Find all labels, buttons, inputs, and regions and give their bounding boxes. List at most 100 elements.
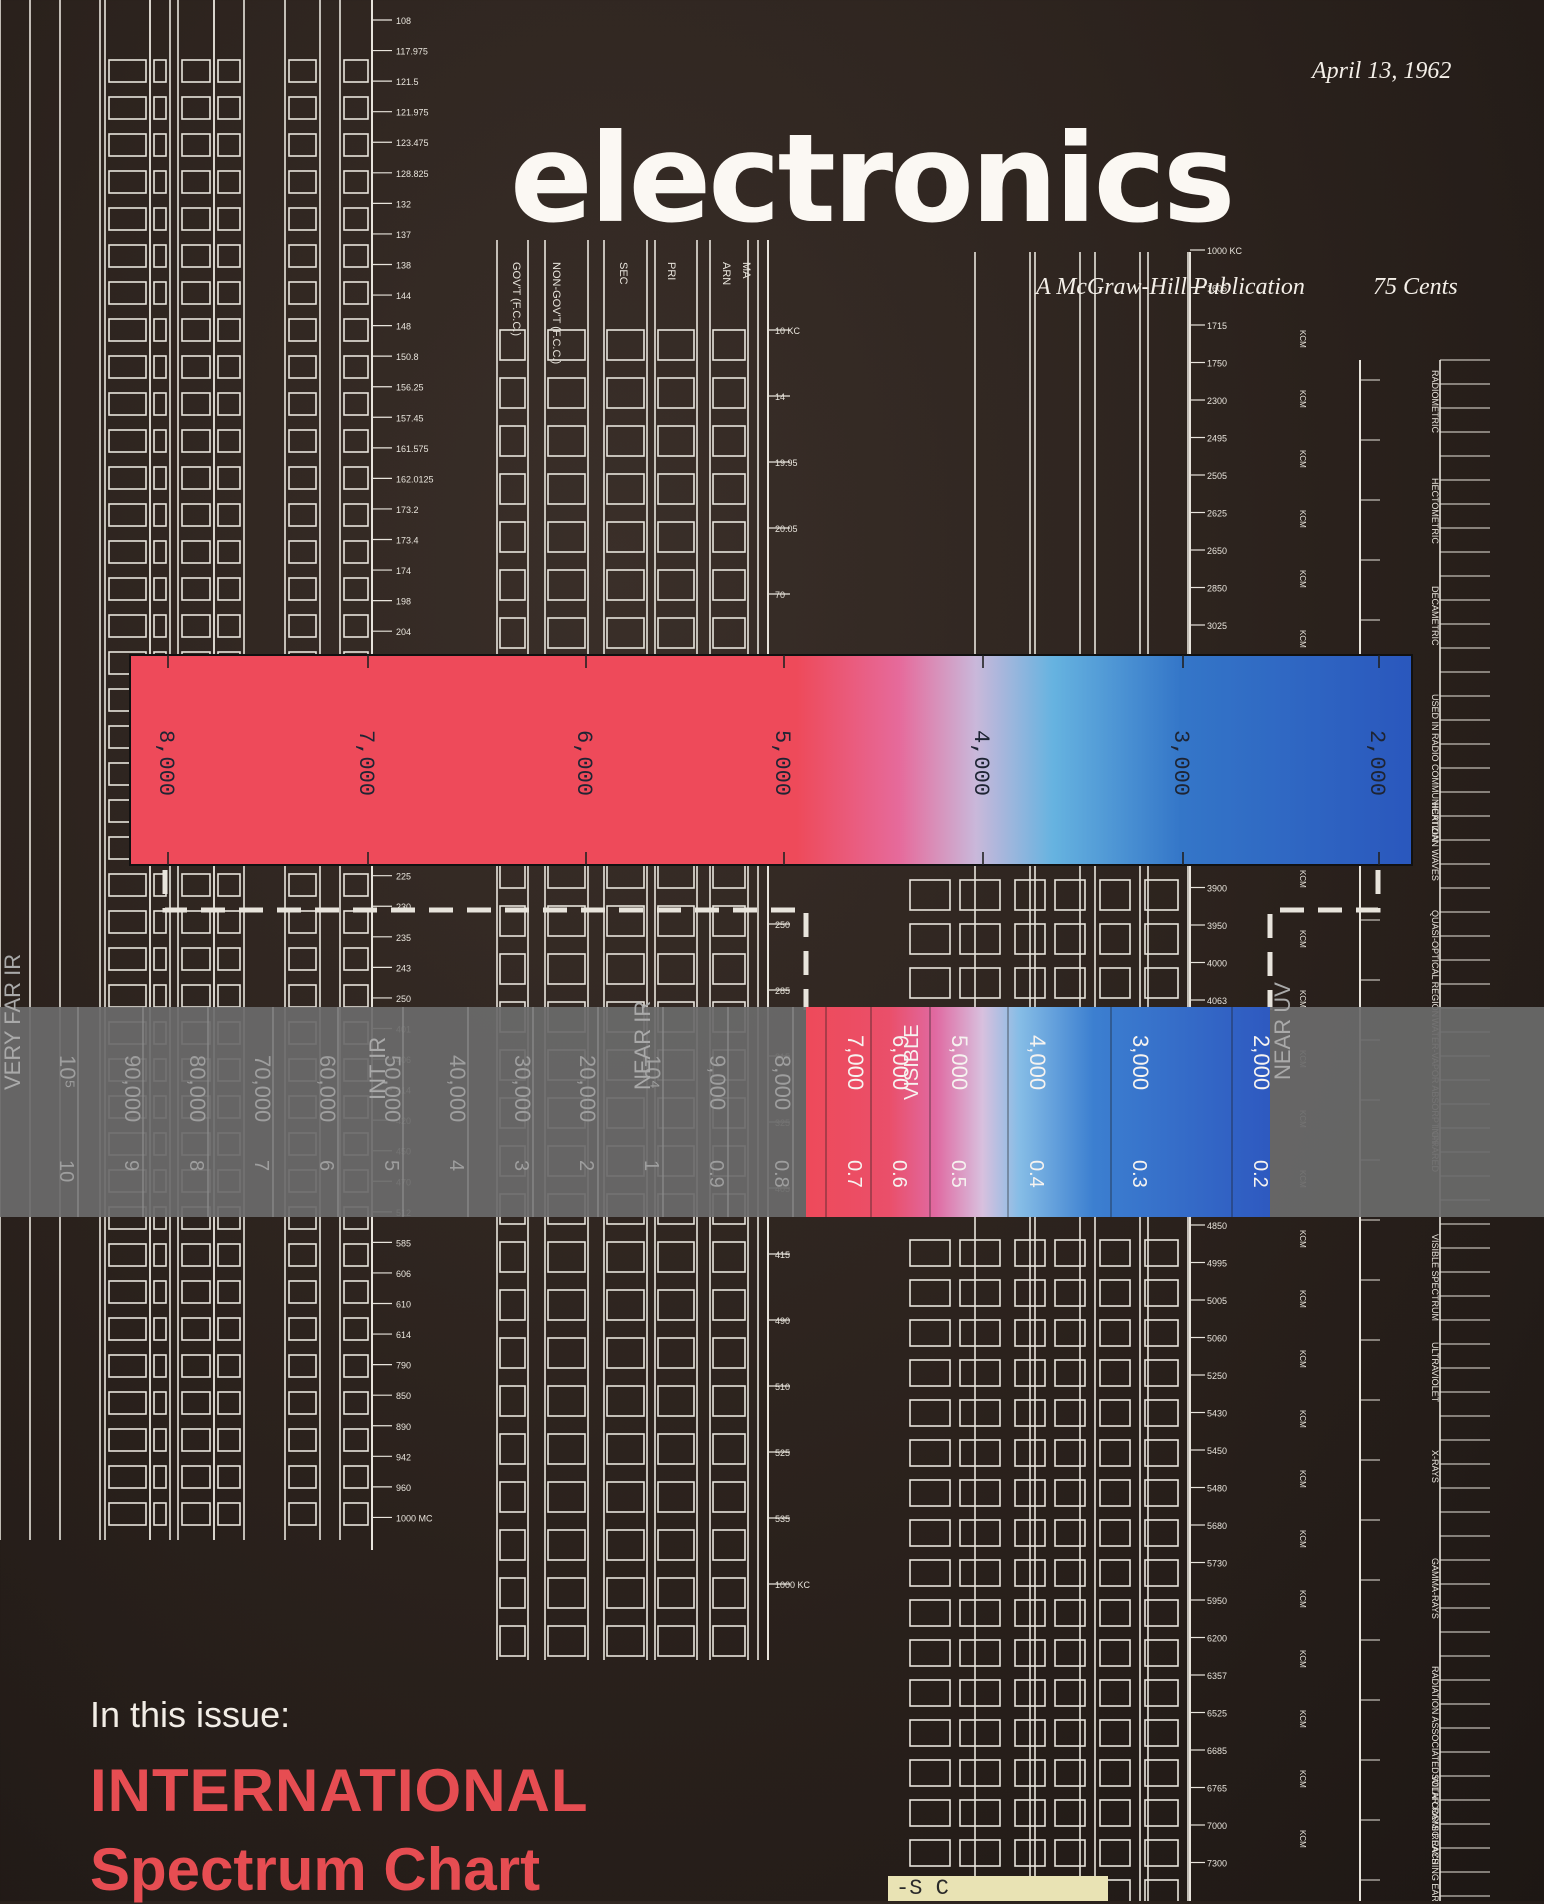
allocation-cell [153, 1391, 167, 1415]
allocation-cell [657, 1433, 695, 1465]
allocation-cell [1054, 1399, 1086, 1427]
allocation-cell [181, 1354, 211, 1378]
allocation-cell [343, 170, 369, 194]
allocation-cell [657, 473, 695, 505]
allocation-cell [217, 540, 241, 564]
scale-tick-label: 525 [775, 1448, 790, 1458]
band-region-label: VERY FAR IR [0, 954, 25, 1090]
allocation-cell [606, 1625, 645, 1657]
allocation-cell [217, 1280, 241, 1304]
visible-bottom-label: 0.3 [1128, 1160, 1150, 1188]
allocation-cell [288, 1391, 317, 1415]
allocation-cell [547, 953, 586, 985]
allocation-cell [108, 244, 147, 268]
allocation-cell [181, 392, 211, 416]
in-this-issue-label: In this issue: [90, 1694, 291, 1735]
spectrum-label: 4,000 [968, 730, 993, 796]
allocation-cell [1144, 1319, 1179, 1347]
allocation-cell [499, 521, 526, 553]
allocation-cell [343, 577, 369, 601]
scale-tick-label: 148 [396, 322, 411, 332]
allocation-cell [288, 96, 317, 120]
allocation-cell [108, 96, 147, 120]
scale-tick-label: 5950 [1207, 1596, 1227, 1606]
spectrum-region-term: ULTRAVIOLET [1430, 1342, 1440, 1403]
allocation-cell [108, 1428, 147, 1452]
allocation-cell [288, 984, 317, 1008]
scale-tick-label: 10 KC [775, 326, 801, 336]
allocation-cell [1014, 1439, 1046, 1467]
allocation-cell [181, 577, 211, 601]
scale-unit-label: KCM [1298, 1590, 1307, 1608]
allocation-cell [1144, 879, 1179, 911]
scale-tick-label: 942 [396, 1452, 411, 1462]
allocation-cell [1054, 1559, 1086, 1587]
allocation-cell [108, 466, 147, 490]
spectrum-region-term: HECTOMETRIC [1430, 478, 1440, 544]
allocation-cell [288, 466, 317, 490]
scale-unit-label: KCM [1298, 1830, 1307, 1848]
allocation-cell [1014, 1719, 1046, 1747]
allocation-cell [1099, 1399, 1131, 1427]
allocation-cell [108, 1391, 147, 1415]
allocation-cell [959, 1759, 1001, 1787]
allocation-cell [606, 1241, 645, 1273]
spectrum-bar-border [129, 654, 1413, 866]
allocation-cell [909, 1679, 951, 1707]
scale-tick-label: 6685 [1207, 1746, 1227, 1756]
scale-tick-label: 850 [396, 1391, 411, 1401]
allocation-cell [657, 1577, 695, 1609]
allocation-cell [181, 1428, 211, 1452]
allocation-cell [959, 1319, 1001, 1347]
allocation-cell [343, 1317, 369, 1341]
allocation-cell [108, 1317, 147, 1341]
allocation-cell [712, 1385, 746, 1417]
allocation-cell [108, 429, 147, 453]
allocation-cell [606, 1481, 645, 1513]
scale-tick-label: 285 [775, 986, 790, 996]
scale-tick-label: 7000 [1207, 1821, 1227, 1831]
allocation-cell [153, 1428, 167, 1452]
allocation-cell [1099, 923, 1131, 955]
allocation-cell [181, 1391, 211, 1415]
allocation-cell [657, 1481, 695, 1513]
allocation-cell [217, 947, 241, 971]
allocation-cell [108, 133, 147, 157]
allocation-cell [959, 1359, 1001, 1387]
allocation-cell [657, 1289, 695, 1321]
scale-tick-label: 70 [775, 590, 785, 600]
scale-tick-label: 19.95 [775, 458, 798, 468]
allocation-cell [499, 1241, 526, 1273]
allocation-cell [108, 577, 147, 601]
allocation-cell [1054, 879, 1086, 911]
scale-tick-label: 230 [396, 902, 411, 912]
allocation-cell [1014, 923, 1046, 955]
service-header: MA [740, 262, 752, 279]
allocation-cell [657, 1625, 695, 1657]
band-bottom-label: 5 [380, 1160, 402, 1171]
allocation-cell [959, 1239, 1001, 1267]
allocation-cell [217, 503, 241, 527]
spectrum-label: 6,000 [571, 730, 596, 796]
allocation-cell [909, 1639, 951, 1667]
allocation-cell [108, 614, 147, 638]
allocation-cell [288, 392, 317, 416]
allocation-cell [1014, 1599, 1046, 1627]
allocation-cell [343, 1391, 369, 1415]
allocation-cell [1054, 1319, 1086, 1347]
allocation-cell [909, 1719, 951, 1747]
allocation-cell [547, 617, 586, 649]
allocation-cell [153, 429, 167, 453]
scale-tick-label: 5430 [1207, 1409, 1227, 1419]
allocation-cell [153, 96, 167, 120]
scale-tick-label: 4850 [1207, 1221, 1227, 1231]
allocation-cell [959, 1719, 1001, 1747]
spectrum-label: 2,000 [1364, 730, 1389, 796]
allocation-cell [288, 1317, 317, 1341]
allocation-cell [181, 244, 211, 268]
allocation-cell [153, 392, 167, 416]
allocation-cell [1144, 1479, 1179, 1507]
scale-unit-label: KCM [1298, 330, 1307, 348]
allocation-cell [217, 133, 241, 157]
allocation-cell [657, 329, 695, 361]
